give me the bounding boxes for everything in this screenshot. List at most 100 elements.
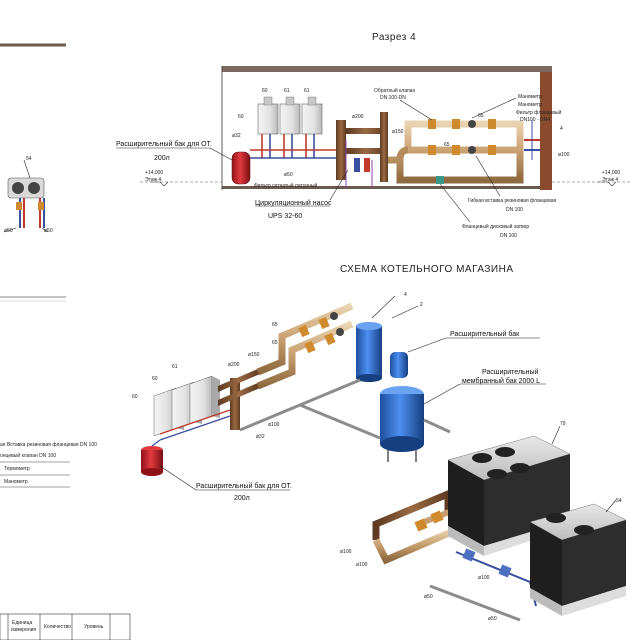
diameter-label: ø100	[268, 422, 280, 428]
diameter-label: ø50	[424, 594, 433, 600]
diameter-label: ø50	[488, 616, 497, 622]
fan-icon	[510, 463, 530, 473]
diameter-label: ø50	[44, 228, 53, 234]
legend: ая Вставка резиновая фланцевая DN 100 он…	[0, 442, 97, 488]
tag-60: 60	[152, 376, 158, 382]
tag-leader	[23, 159, 31, 179]
diameter-label: ø200	[228, 362, 240, 368]
flex-insert-label: Гибкая вставка резиновая фланцевая	[468, 198, 556, 204]
expansion-tank-label: Расширительный бак	[450, 330, 520, 338]
diameter-label: ø200	[352, 114, 364, 120]
diameter-label: ø100	[558, 152, 570, 158]
valve-group	[428, 119, 496, 184]
diameter-label: ø150	[392, 129, 404, 135]
floor-slab	[222, 186, 540, 189]
flange-filter-dn: DN100 - DN4	[520, 117, 550, 123]
pump-label: Циркуляционный насос	[255, 199, 332, 207]
tag-65: 65	[272, 322, 278, 328]
valve-icon	[16, 202, 22, 210]
diameter-label: ø100	[478, 575, 490, 581]
boiler-scheme: СХЕМА КОТЕЛЬНОГО МАГАЗИНА	[132, 264, 627, 622]
membrane-tank-blue	[380, 394, 424, 444]
tag-61: 61	[284, 88, 290, 94]
top-left-fragment: 54 ø50 ø50	[0, 43, 66, 302]
pump-model: UPS 32-60	[268, 213, 302, 220]
valve-icon	[38, 202, 44, 210]
fan-icon	[487, 469, 507, 479]
table-header: Количество	[44, 624, 71, 630]
diameter-label: ø32	[232, 133, 241, 139]
tag-54: 54	[26, 156, 32, 162]
return-pipe-blue	[455, 551, 537, 607]
main-supply-pipe	[388, 120, 524, 184]
filter-label: Фильтр сетчатый латунный	[254, 182, 317, 189]
scheme-title: СХЕМА КОТЕЛЬНОГО МАГАЗИНА	[340, 264, 514, 275]
ceiling-slab	[222, 66, 552, 72]
diameter-label: ø100	[340, 549, 352, 555]
legend-item: Термометр	[4, 466, 30, 472]
tag-4: 4	[560, 126, 563, 132]
diameter-label: ø50	[4, 228, 13, 234]
diameter-label: ø100	[356, 562, 368, 568]
expansion-tank-small	[390, 352, 408, 378]
section-title: Разрез 4	[372, 32, 416, 43]
main-supply-pipe	[256, 302, 354, 376]
boiler-bank	[153, 375, 220, 437]
expansion-tank-red	[141, 450, 163, 472]
table-header: Единица	[12, 620, 32, 626]
section-4-drawing: Разрез 4	[116, 32, 630, 239]
table-header: Уровень	[84, 624, 104, 630]
fan-icon	[546, 513, 566, 523]
tag-4: 4	[404, 292, 407, 298]
tag-65: 65	[478, 113, 484, 119]
collector-vertical	[230, 378, 240, 430]
pump-icon	[364, 158, 370, 172]
level-left-value: +14,000	[145, 170, 163, 176]
diameter-label: ø150	[248, 352, 260, 358]
check-valve-dn: DN 100-DN	[380, 95, 406, 101]
level-right-name: Этаж 4	[602, 177, 618, 183]
expansion-tank-ot-label: Расширительный бак для ОТ.	[196, 482, 292, 490]
tag-65: 65	[272, 340, 278, 346]
tag-65: 65	[444, 142, 450, 148]
expansion-tank-red	[231, 151, 251, 185]
collector-vertical	[336, 120, 346, 180]
level-left-name: Этаж 4	[145, 177, 161, 183]
level-right-value: +14,000	[602, 170, 620, 176]
collector-horizontal	[346, 128, 386, 134]
expansion-tank-ot-volume: 200л	[234, 495, 250, 502]
manometer-label: Манометр	[518, 102, 542, 108]
tag-79: 79	[560, 421, 566, 427]
expansion-tank-label: Расширительный бак для ОТ.	[116, 140, 212, 148]
butterfly-valve-label: Фланцевый дисковый затвор	[462, 223, 529, 230]
flex-insert-dn: DN 100	[506, 207, 523, 213]
manometer-label: Манометр	[518, 94, 542, 100]
valve-group	[298, 312, 344, 354]
fan-icon	[28, 182, 40, 194]
boiler-unit	[301, 103, 323, 135]
tag-60: 60	[132, 394, 138, 400]
tag-60: 60	[262, 88, 268, 94]
butterfly-valve-dn: DN 100	[500, 233, 517, 239]
tag-61: 61	[172, 364, 178, 370]
membrane-tank-volume: мембранный бак 2000 L	[462, 377, 540, 385]
table-header: измерения	[11, 627, 36, 633]
legend-item: онцевый клапан DN 100	[0, 452, 56, 459]
spec-table: Единица измерения Количество Уровень	[0, 613, 131, 640]
chiller-unit	[529, 503, 627, 616]
buffer-tank-blue	[356, 326, 382, 378]
legend-item: ая Вставка резиновая фланцевая DN 100	[0, 442, 97, 448]
tag-2: 2	[420, 302, 423, 308]
tag-61: 61	[304, 88, 310, 94]
legend-item: Манометр	[4, 479, 28, 485]
boiler-unit	[279, 103, 301, 135]
expansion-tank-volume: 200л	[154, 155, 170, 162]
tag-60: 60	[238, 114, 244, 120]
flange-filter-label: Фильтр фланцевый	[516, 109, 561, 116]
pump-icon	[354, 158, 360, 172]
tag-54: 54	[616, 498, 622, 504]
membrane-tank-label: Расширительный	[482, 368, 539, 376]
fan-icon	[495, 447, 515, 457]
